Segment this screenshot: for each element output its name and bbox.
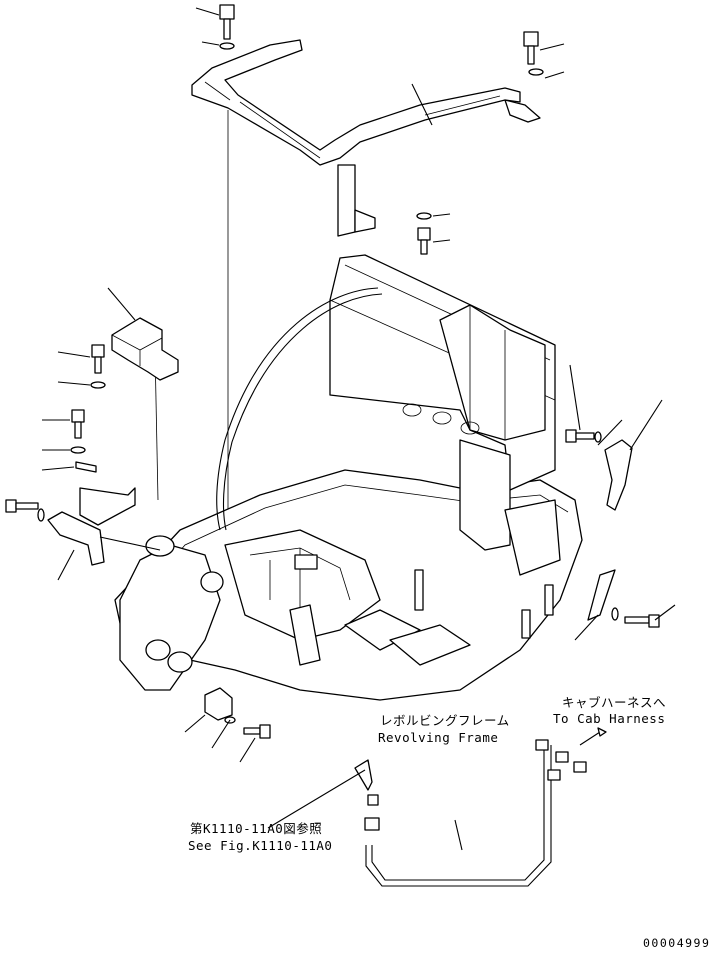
cab-harness-assembly (267, 727, 607, 887)
label-see-fig-en: See Fig.K1110-11A0 (188, 838, 333, 853)
bolt-middle (416, 212, 451, 255)
bolt-top-right (523, 31, 565, 79)
drawing-number: 00004999 (643, 936, 711, 950)
bolt-left-2 (41, 409, 97, 473)
bottom-block (184, 687, 271, 763)
label-cab-harness-en: To Cab Harness (553, 711, 666, 726)
leader-top-bracket (411, 83, 433, 126)
harness-cable (216, 287, 379, 531)
label-see-fig-jp: 第K1110-11A0図参照 (190, 821, 323, 836)
label-cab-harness-jp: キャブハーネスへ (562, 695, 667, 710)
cable-clamp-bottom-right (574, 569, 676, 641)
harness-cable-outer (222, 293, 383, 531)
top-support-bracket (191, 39, 541, 237)
lever-bracket (5, 487, 136, 581)
revolving-frame (99, 254, 583, 701)
stopper-block (107, 287, 179, 381)
cable-clamp-right (565, 399, 663, 511)
label-frame-en: Revolving Frame (378, 730, 499, 745)
leader-right (569, 364, 581, 431)
bolt-top-left (195, 4, 235, 50)
bolt-left-1 (57, 344, 106, 389)
label-frame-jp: レボルビングフレーム (380, 713, 510, 728)
